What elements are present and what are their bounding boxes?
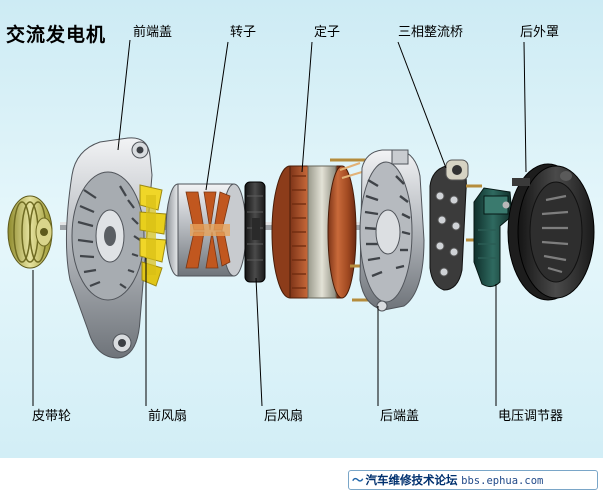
label-rear-fan: 后风扇 bbox=[264, 409, 304, 424]
diagram-title: 交流发电机 bbox=[6, 24, 107, 46]
label-pulley: 皮带轮 bbox=[32, 409, 72, 424]
rotor-part bbox=[165, 183, 247, 277]
regulator-part bbox=[473, 187, 513, 288]
label-rear-cover: 后外罩 bbox=[520, 25, 560, 40]
rear-outer-cover-part bbox=[507, 163, 595, 301]
label-front-end-cover: 前端盖 bbox=[133, 25, 173, 40]
rectifier-part bbox=[429, 159, 484, 291]
label-stator: 定子 bbox=[314, 25, 341, 40]
label-rotor: 转子 bbox=[230, 25, 257, 40]
label-rectifier: 三相整流桥 bbox=[398, 25, 464, 40]
label-regulator: 电压调节器 bbox=[498, 409, 564, 424]
forum-url: bbs.ephua.com bbox=[461, 475, 544, 487]
label-rear-end-cover: 后端盖 bbox=[380, 409, 420, 424]
leader-lines bbox=[32, 39, 527, 407]
forum-logo-icon: 〜 bbox=[352, 473, 364, 487]
pulley-part bbox=[7, 195, 53, 269]
rear-fan-part bbox=[244, 181, 266, 283]
front-end-cover-part bbox=[65, 137, 153, 359]
forum-name: 汽车维修技术论坛 bbox=[365, 473, 458, 487]
front-fan-part bbox=[139, 184, 167, 287]
rear-end-cover-part bbox=[359, 149, 425, 312]
label-front-fan: 前风扇 bbox=[148, 409, 188, 424]
stator-part bbox=[271, 162, 363, 299]
forum-watermark: 〜汽车维修技术论坛 bbs.ephua.com bbox=[348, 470, 598, 490]
